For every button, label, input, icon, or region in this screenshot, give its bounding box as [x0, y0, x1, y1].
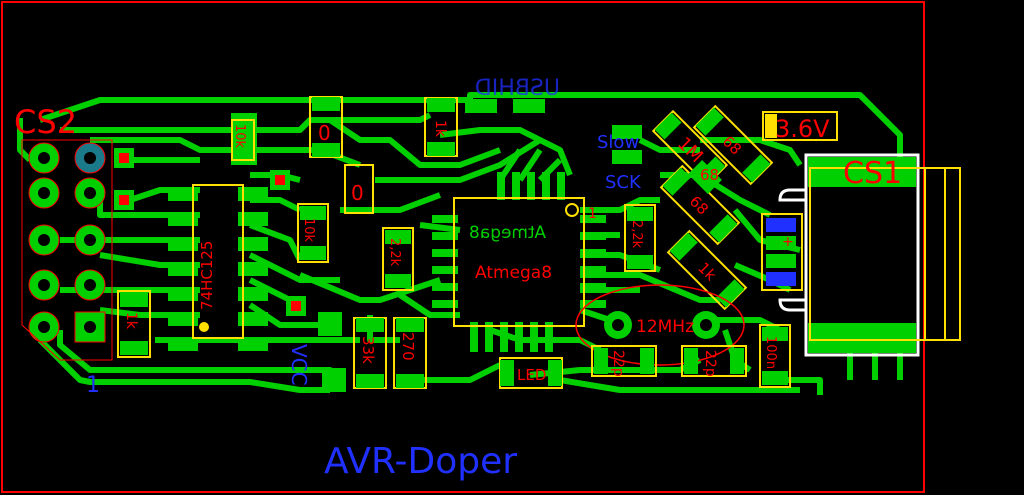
ic-74hc125 [168, 184, 268, 351]
resistor-r2k2-mid [382, 227, 414, 291]
led [499, 357, 563, 389]
board-title: AVR-Doper [324, 441, 517, 482]
resistor-r1k-left [117, 290, 151, 358]
mcu-atmega8 [432, 172, 606, 352]
zener-label: 3.6V [775, 115, 830, 143]
header-connector-cs2 [21, 139, 113, 361]
jumper-slow-label: Slow [597, 132, 639, 153]
connector-cs1-label: CS1 [843, 156, 902, 191]
resistor-r33k [353, 317, 387, 389]
capacitor-c100n-label: 100n [763, 336, 778, 369]
resistor-r68-c-label: 68 [700, 166, 719, 184]
resistor-r10k-top-label: 10k [232, 124, 247, 149]
led-label: LED [517, 366, 546, 384]
resistor-r0-b-label: 0 [351, 181, 364, 205]
resistor-r10k-mid-label: 10k [301, 218, 316, 243]
resistor-r2k2-right [624, 204, 656, 272]
capacitor-c22p-b [681, 345, 747, 377]
mcu-label: Atmega8 [475, 263, 552, 283]
resistor-r2k2-mid-label: 2,2k [387, 238, 402, 267]
jumper-sck-label: SCK [605, 172, 642, 193]
resistor-r0-b [344, 164, 374, 214]
jumper-usbhid-label: USBHID [475, 76, 560, 101]
resistor-r33k-label: 33k [359, 336, 377, 364]
zener-3v6 [762, 111, 838, 141]
resistor-r0-a [309, 96, 343, 158]
resistor-r68-c [688, 160, 722, 194]
usb-plus-label: + [782, 234, 794, 250]
connector-cs2-label: CS2 [14, 103, 77, 141]
resistor-r68-b-label: 68 [686, 192, 712, 218]
crystal-label: 12MHz [636, 317, 694, 337]
connector-pin1-label: 1 [86, 373, 100, 398]
mcu-pin1-label: 1 [588, 206, 597, 222]
jumper-pads [318, 99, 642, 390]
capacitor-c22p-a [591, 345, 657, 377]
crystal-12mhz [575, 284, 745, 366]
resistor-r270 [393, 317, 427, 389]
capacitor-c22p-b-label: 22p [702, 350, 718, 377]
resistor-r68-a: 68 [692, 104, 774, 186]
capacitor-c100n [759, 324, 791, 388]
ic-74hc125-label: 74HC125 [198, 241, 216, 310]
usb-connector-cs1 [761, 153, 961, 357]
resistor-r10k-mid [297, 203, 329, 263]
resistor-r270-label: 270 [399, 332, 417, 361]
resistor-r10k-top [231, 113, 257, 165]
resistor-r0-a-label: 0 [318, 121, 331, 145]
resistor-r1k-top [424, 97, 458, 157]
mcu-label-mirrored: Atmega8 [469, 223, 546, 243]
resistor-r1k-right-label: 1k [694, 259, 720, 285]
capacitor-c22p-a-label: 22p [610, 350, 626, 377]
resistor-r2k2-right-label: 2,2k [629, 220, 644, 249]
resistor-r1k-left-label: 1k [123, 312, 139, 330]
vcc-label: VCC [287, 344, 311, 386]
resistor-r1k-top-label: 1k [432, 120, 448, 138]
resistor-r68-a-label: 68 [719, 132, 745, 158]
